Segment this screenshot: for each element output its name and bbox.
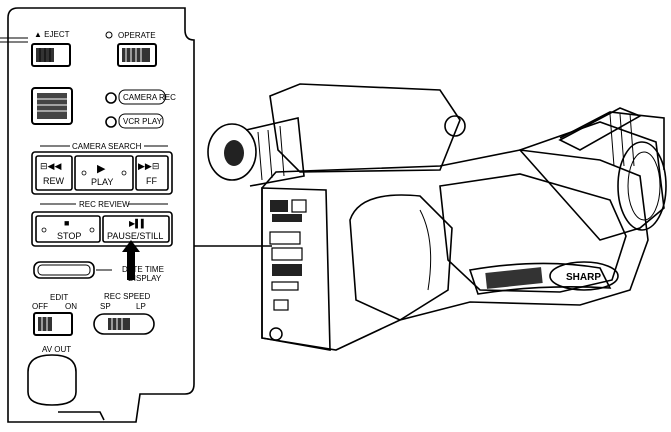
edit-switch[interactable] xyxy=(33,312,73,336)
ff-button[interactable]: ▶▶⊟ FF xyxy=(135,155,169,191)
edit-label: EDIT xyxy=(50,293,68,302)
camcorder-illustration: SHARP xyxy=(207,83,667,351)
transport-group-top xyxy=(31,151,173,195)
pause-still-label: PAUSE/STILL xyxy=(107,231,163,241)
brand-badge xyxy=(549,261,619,291)
vcr-play-label: VCR PLAY xyxy=(123,117,163,126)
rew-icon: ⊟◀◀ xyxy=(40,161,61,171)
control-panel xyxy=(0,7,195,423)
vcr-play-indicator-icon xyxy=(105,116,117,128)
mode-selector-switch[interactable] xyxy=(31,87,73,125)
stop-button[interactable]: ■ STOP xyxy=(35,215,101,243)
panel-bottom-tab xyxy=(58,411,105,421)
rec-review-label: REC REVIEW xyxy=(79,200,130,209)
ff-label: FF xyxy=(146,176,157,186)
pause-still-button[interactable]: ▶▌▌ PAUSE/STILL xyxy=(102,215,170,243)
transport-group-bottom xyxy=(31,211,173,247)
eject-label: ▲ EJECT xyxy=(34,30,70,39)
stop-icon: ■ xyxy=(64,218,69,228)
rew-button[interactable]: ⊟◀◀ REW xyxy=(35,155,73,191)
operate-indicator-icon xyxy=(105,31,113,39)
eject-switch[interactable] xyxy=(31,43,71,67)
operate-switch[interactable] xyxy=(117,43,157,67)
date-time-display-label: DISPLAY xyxy=(128,274,162,283)
edit-on-label: ON xyxy=(65,302,77,311)
camera-rec-label: CAMERA REC xyxy=(123,93,176,102)
camera-rec-indicator-icon xyxy=(105,92,117,104)
rec-speed-switch[interactable] xyxy=(93,313,155,335)
vcr-play-label-box xyxy=(118,113,164,129)
edit-off-label: OFF xyxy=(32,302,48,311)
pause-icon: ▶▌▌ xyxy=(129,218,147,229)
rec-speed-label: REC SPEED xyxy=(104,292,150,301)
operate-label: OPERATE xyxy=(118,31,156,40)
play-button[interactable]: ▶ PLAY xyxy=(74,155,134,191)
date-time-label: DATE TIME xyxy=(122,265,164,274)
brand-label: SHARP xyxy=(566,272,601,283)
av-out-label: AV OUT xyxy=(42,345,71,354)
stop-label: STOP xyxy=(57,231,81,241)
pointer-arrow-icon xyxy=(122,240,140,280)
rew-label: REW xyxy=(43,176,65,186)
rec-speed-sp-label: SP xyxy=(100,302,111,311)
date-time-display-button[interactable] xyxy=(33,261,95,279)
ff-icon: ▶▶⊟ xyxy=(138,161,159,171)
av-out-jack-cover[interactable] xyxy=(27,354,77,406)
viewfinder-eyecup xyxy=(207,123,257,181)
camera-search-label: CAMERA SEARCH xyxy=(72,142,142,151)
rec-speed-lp-label: LP xyxy=(136,302,146,311)
play-icon: ▶ xyxy=(97,163,106,175)
play-label: PLAY xyxy=(91,177,113,187)
camera-rec-label-box xyxy=(118,89,166,105)
viewfinder-lens-icon xyxy=(224,140,244,166)
